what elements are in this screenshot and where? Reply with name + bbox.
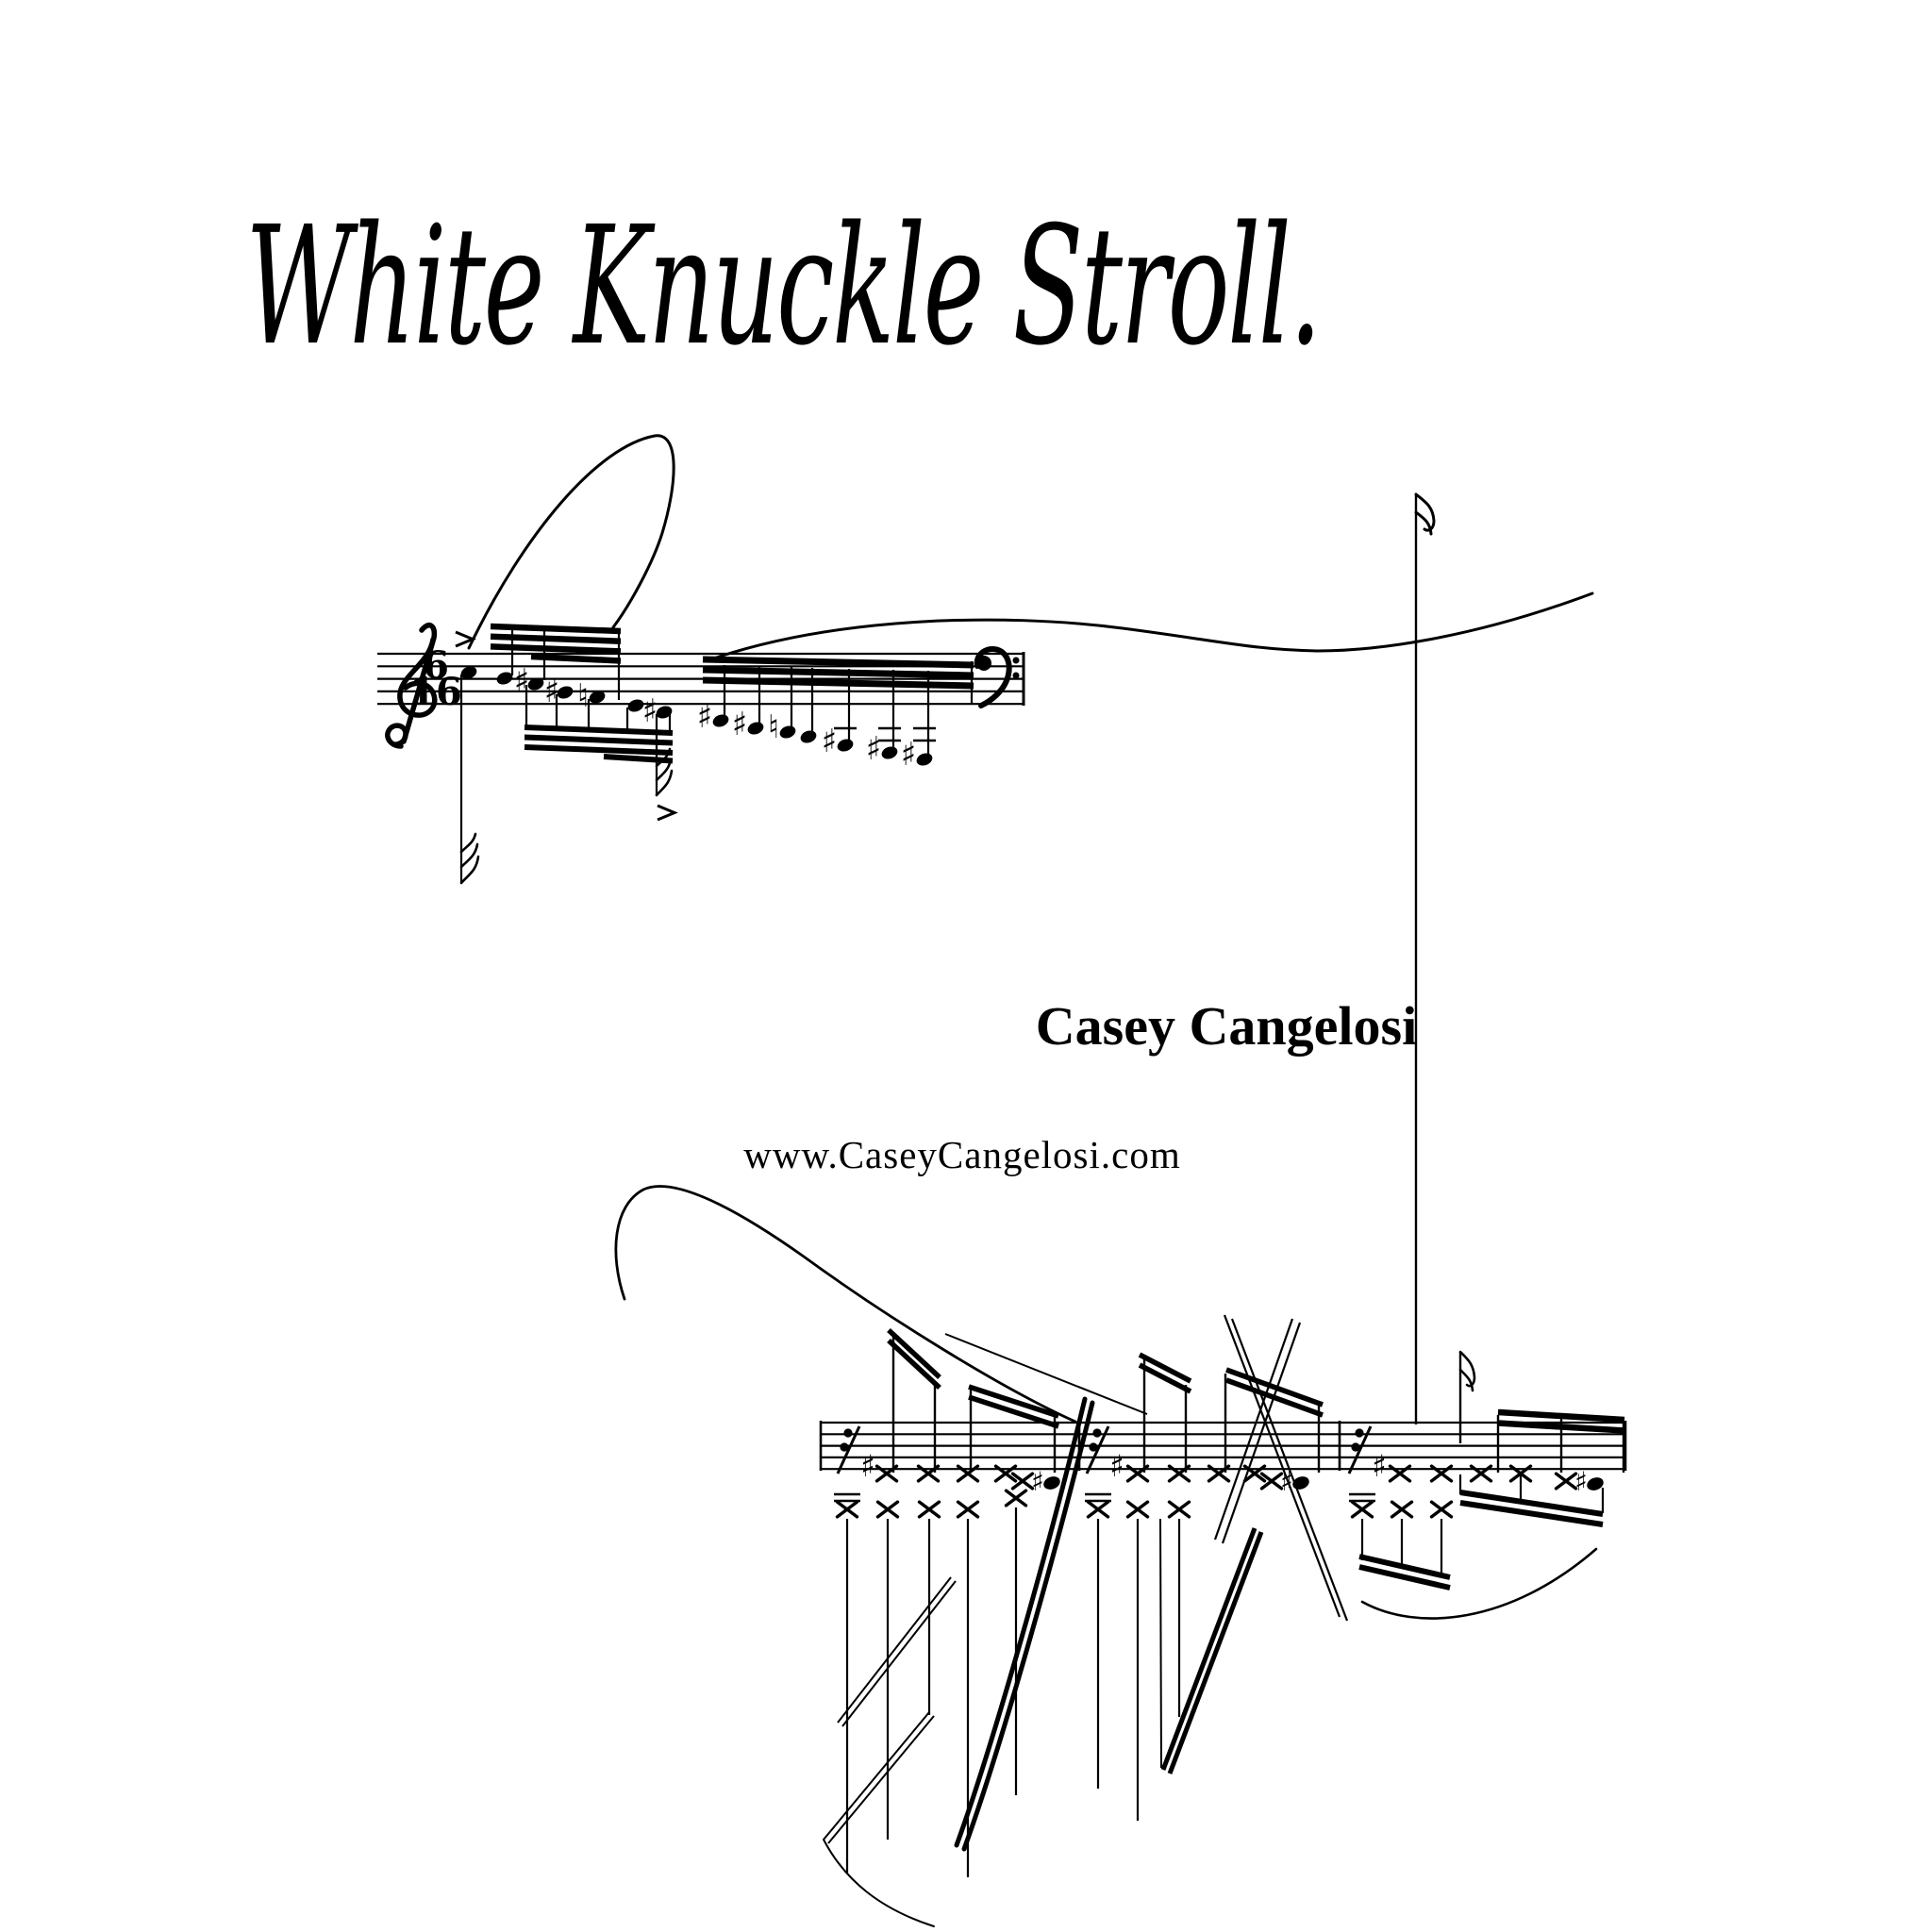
piece-title: White Knuckle Stroll. [245,195,1322,378]
svg-text:6: 6 [423,643,449,688]
svg-text:♯: ♯ [822,723,837,760]
piece-title-text: White Knuckle Stroll [245,192,1291,382]
svg-text:♯: ♯ [1031,1466,1044,1497]
svg-text:♯: ♯ [642,692,658,730]
svg-text:♯: ♯ [1109,1448,1124,1484]
composer-name: Casey Cangelosi [1035,995,1418,1057]
svg-text:♯: ♯ [1372,1448,1386,1484]
svg-text:♯: ♯ [1574,1466,1588,1497]
svg-text:16: 16 [409,670,462,714]
svg-text:♯: ♯ [732,706,747,743]
svg-text:♯: ♯ [697,698,712,736]
svg-text:♮: ♮ [768,708,779,746]
title-flourish: . [1289,192,1323,382]
svg-text:♯: ♯ [901,736,916,774]
svg-text:♯: ♯ [860,1448,874,1484]
website-url: www.CaseyCangelosi.com [743,1133,1181,1176]
svg-text:♯: ♯ [866,730,881,768]
svg-text:♮: ♮ [577,677,589,715]
